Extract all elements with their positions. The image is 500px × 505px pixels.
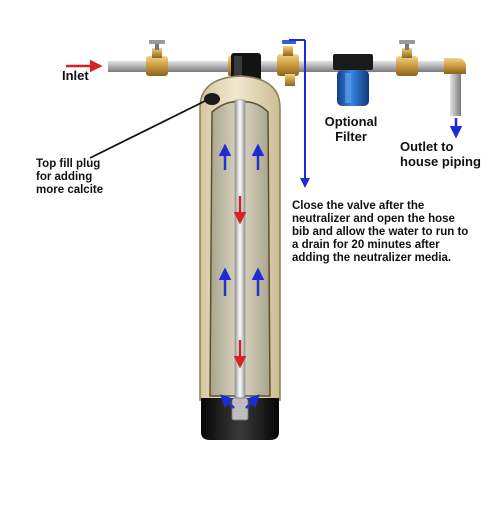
distributor-basket-icon <box>231 397 249 421</box>
outlet-elbow <box>444 58 466 74</box>
top-fill-plug-label: Top fill plug for adding more calcite <box>36 158 103 197</box>
hose-bib-valve-icon <box>277 40 299 86</box>
outlet-label-line-1: Outlet to <box>400 139 454 154</box>
outlet-valve-icon <box>396 40 418 76</box>
instructions-text: Close the valve after the neutralizer an… <box>292 200 492 265</box>
optional-filter-label-line-1: Optional <box>324 114 378 129</box>
instructions-line-1: Close the valve after the <box>292 200 425 212</box>
outlet-label: Outlet to house piping <box>400 139 481 169</box>
inlet-valve-icon <box>146 40 168 76</box>
flow-arrow-diag-2 <box>245 394 260 409</box>
top-fill-plug-label-line-3: more calcite <box>36 184 104 196</box>
instructions-line-3: bib and allow the water to run to <box>292 226 469 238</box>
optional-filter-label: Optional Filter <box>322 114 380 144</box>
outlet-label-line-2: house piping <box>400 154 481 169</box>
inlet-label: Inlet <box>62 68 89 83</box>
instructions-line-2: neutralizer and open the hose <box>292 213 455 225</box>
optional-filter-icon <box>333 54 373 106</box>
top-fill-plug-label-line-2: for adding <box>36 171 93 183</box>
instructions-line-5: adding the neutralizer media. <box>292 252 452 264</box>
instructions-line-4: a drain for 20 minutes after <box>292 239 440 251</box>
flow-arrow-diag-1 <box>220 394 235 409</box>
fill-plug-leader-line <box>89 100 206 159</box>
outlet-pipe <box>450 68 461 116</box>
optional-filter-label-line-2: Filter <box>335 129 367 144</box>
top-fill-plug-label-line-1: Top fill plug <box>36 158 101 170</box>
top-fill-plug-icon <box>204 93 220 105</box>
instruction-guide-line <box>289 39 310 188</box>
